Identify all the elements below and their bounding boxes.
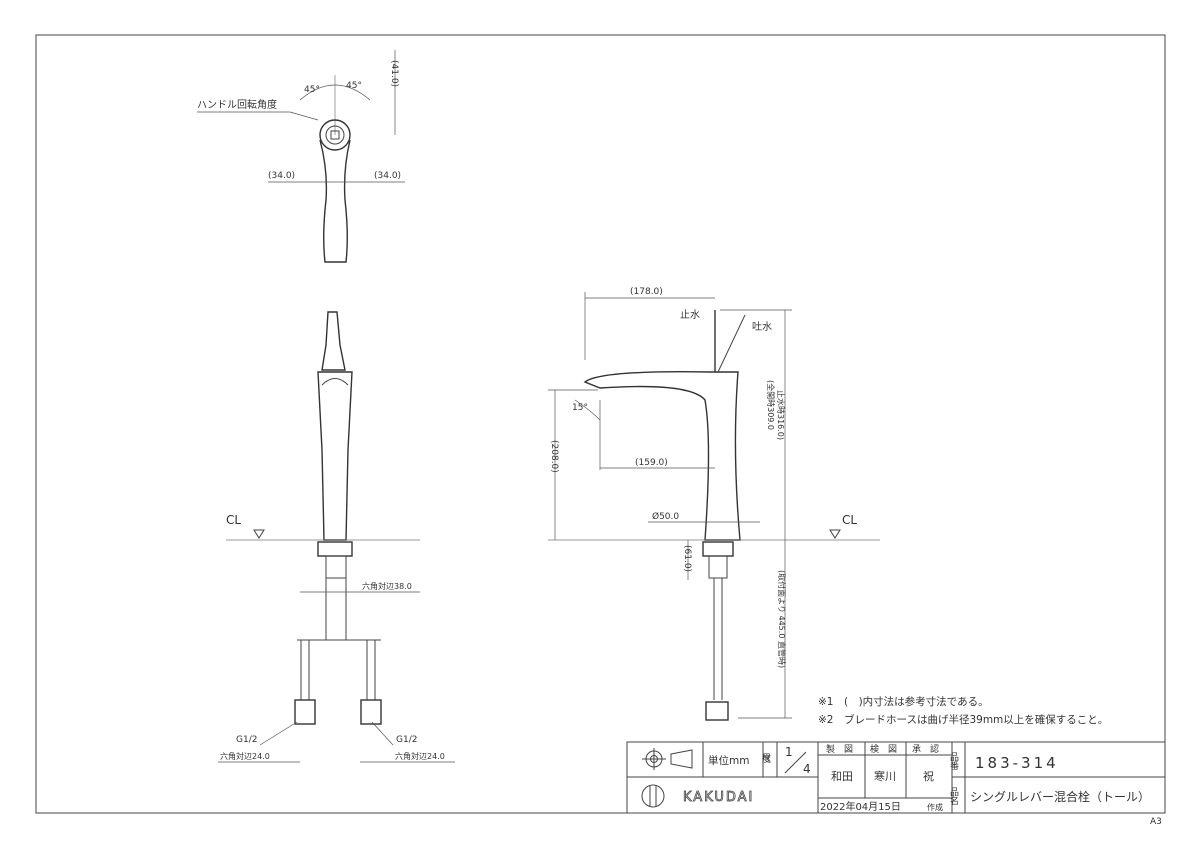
- dim-handle-height: (41.0): [389, 60, 399, 87]
- note-1: ※1 ( )内寸法は参考寸法である。: [818, 695, 989, 708]
- top-view: ハンドル回転角度 45° 45° (41.0) (34.0) (34.0): [197, 50, 405, 263]
- dim-61: (61.0): [682, 545, 692, 572]
- angle-15-label: 15°: [572, 403, 588, 413]
- dim-50: Ø50.0: [652, 511, 679, 522]
- sheet-size: A3: [1150, 817, 1162, 827]
- part-name: シングルレバー混合栓（トール）: [970, 789, 1150, 804]
- side-view: (178.0) 止水 吐水 (208.0) 15° (159.0) Ø50.0 …: [548, 287, 880, 721]
- part-name-label: 品名: [948, 787, 959, 806]
- front-view: CL 六角対辺38.0 G1/2 G1/2 六角対辺24.0 六角対辺24.0: [218, 311, 455, 763]
- dim-159: (159.0): [635, 458, 668, 468]
- dim-445: (取付面より 445.0 直管時): [777, 570, 787, 668]
- approved-by: 祝: [923, 769, 934, 783]
- scale-denominator: 4: [803, 762, 811, 776]
- g-right-label: G1/2: [396, 735, 417, 745]
- g-left-label: G1/2: [236, 735, 257, 745]
- date-label: 2022年04月15日: [820, 800, 901, 813]
- dim-handle-right: (34.0): [374, 171, 401, 181]
- hex-38-label: 六角対辺38.0: [362, 581, 412, 591]
- projection-symbol-icon: [642, 748, 693, 770]
- dim-316: 止水時316.0): [776, 390, 786, 440]
- angle-left-label: 45°: [304, 85, 320, 95]
- angle-right-label: 45°: [346, 81, 362, 91]
- drawn-by: 和田: [831, 770, 853, 783]
- drawing-frame: [35, 34, 1166, 814]
- title-block: 単位mm 尺度 1 4 KAKUDAI 製 図 検 図 承 認 和田 寒川 祝 …: [626, 741, 1166, 814]
- kakudai-logo: KAKUDAI: [641, 784, 754, 808]
- checked-by: 寒川: [874, 769, 896, 783]
- dim-208: (208.0): [549, 440, 559, 473]
- scale-numerator: 1: [785, 745, 793, 759]
- unit-label: 単位mm: [708, 754, 749, 767]
- cl-left-label: CL: [226, 513, 241, 527]
- cl-right-label: CL: [842, 513, 857, 527]
- note-2: ※2 ブレードホースは曲げ半径39mm以上を確保すること。: [818, 713, 1108, 726]
- dim-178: (178.0): [630, 287, 663, 297]
- svg-text:KAKUDAI: KAKUDAI: [683, 790, 754, 805]
- part-number: 183-314: [975, 754, 1059, 772]
- checked-label: 検 図: [870, 743, 897, 755]
- hex-24-right-label: 六角対辺24.0: [395, 751, 445, 761]
- drawn-label: 製 図: [826, 743, 853, 755]
- discharge-label: 吐水: [752, 321, 772, 333]
- part-no-label: 品番: [948, 752, 959, 770]
- dim-handle-left: (34.0): [268, 171, 295, 181]
- stop-water-label: 止水: [680, 309, 700, 321]
- handle-rotation-label: ハンドル回転角度: [197, 98, 277, 111]
- hex-24-left-label: 六角対辺24.0: [220, 751, 270, 761]
- approved-label: 承 認: [912, 743, 939, 755]
- created-label: 作成: [927, 802, 943, 812]
- dim-309: (全開時309.0: [766, 380, 776, 430]
- scale-label: 尺度: [760, 753, 771, 764]
